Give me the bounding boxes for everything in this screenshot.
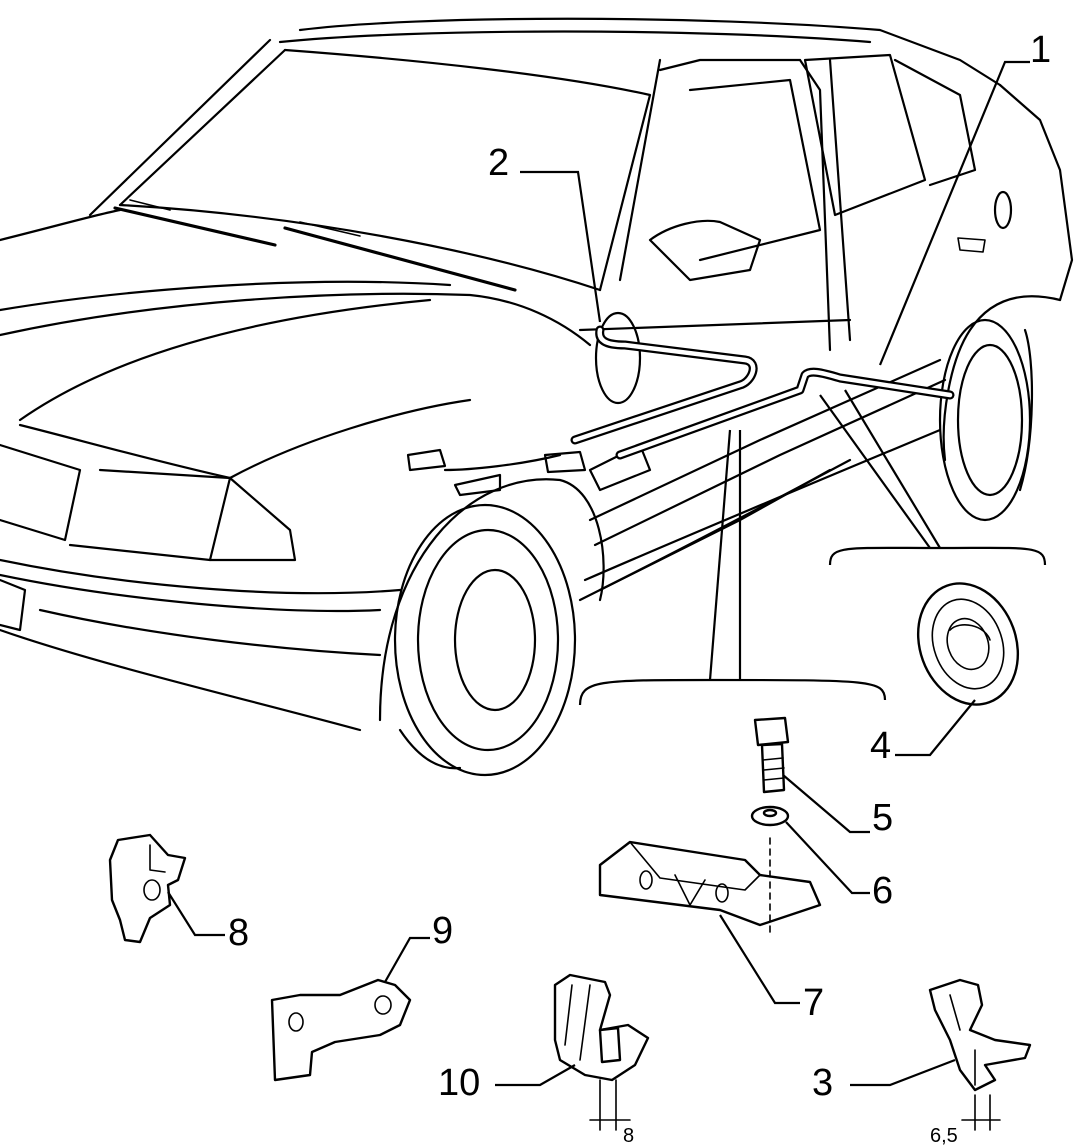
callout-7: 7 xyxy=(803,982,824,1024)
callout-9: 9 xyxy=(432,910,453,952)
car-body-illustration xyxy=(0,17,1074,777)
bolt-part-5 xyxy=(753,716,790,794)
callout-10: 10 xyxy=(438,1062,480,1104)
dimension-labels: 8 6,5 xyxy=(623,1125,958,1145)
clip-part-10 xyxy=(553,973,650,1131)
clip-part-3 xyxy=(928,978,1032,1131)
bracket-part-7 xyxy=(598,837,822,936)
callout-labels: 1 2 4 5 6 8 9 7 10 3 xyxy=(228,29,1051,1104)
callout-5: 5 xyxy=(872,797,893,839)
dimension-clip-3: 6,5 xyxy=(930,1125,958,1145)
callout-8: 8 xyxy=(228,912,249,954)
grommet-part-4 xyxy=(916,582,1020,706)
washer-part-6 xyxy=(750,805,790,827)
clip-part-9 xyxy=(270,978,412,1082)
callout-1: 1 xyxy=(1030,29,1051,71)
callout-4: 4 xyxy=(870,725,891,767)
brake-pipe-routing xyxy=(570,325,955,460)
callout-3: 3 xyxy=(812,1062,833,1104)
callout-6: 6 xyxy=(872,870,893,912)
dimension-clip-10: 8 xyxy=(623,1125,634,1145)
callout-2: 2 xyxy=(488,142,509,184)
clip-part-8 xyxy=(108,833,187,944)
leader-lines xyxy=(167,60,1047,1121)
